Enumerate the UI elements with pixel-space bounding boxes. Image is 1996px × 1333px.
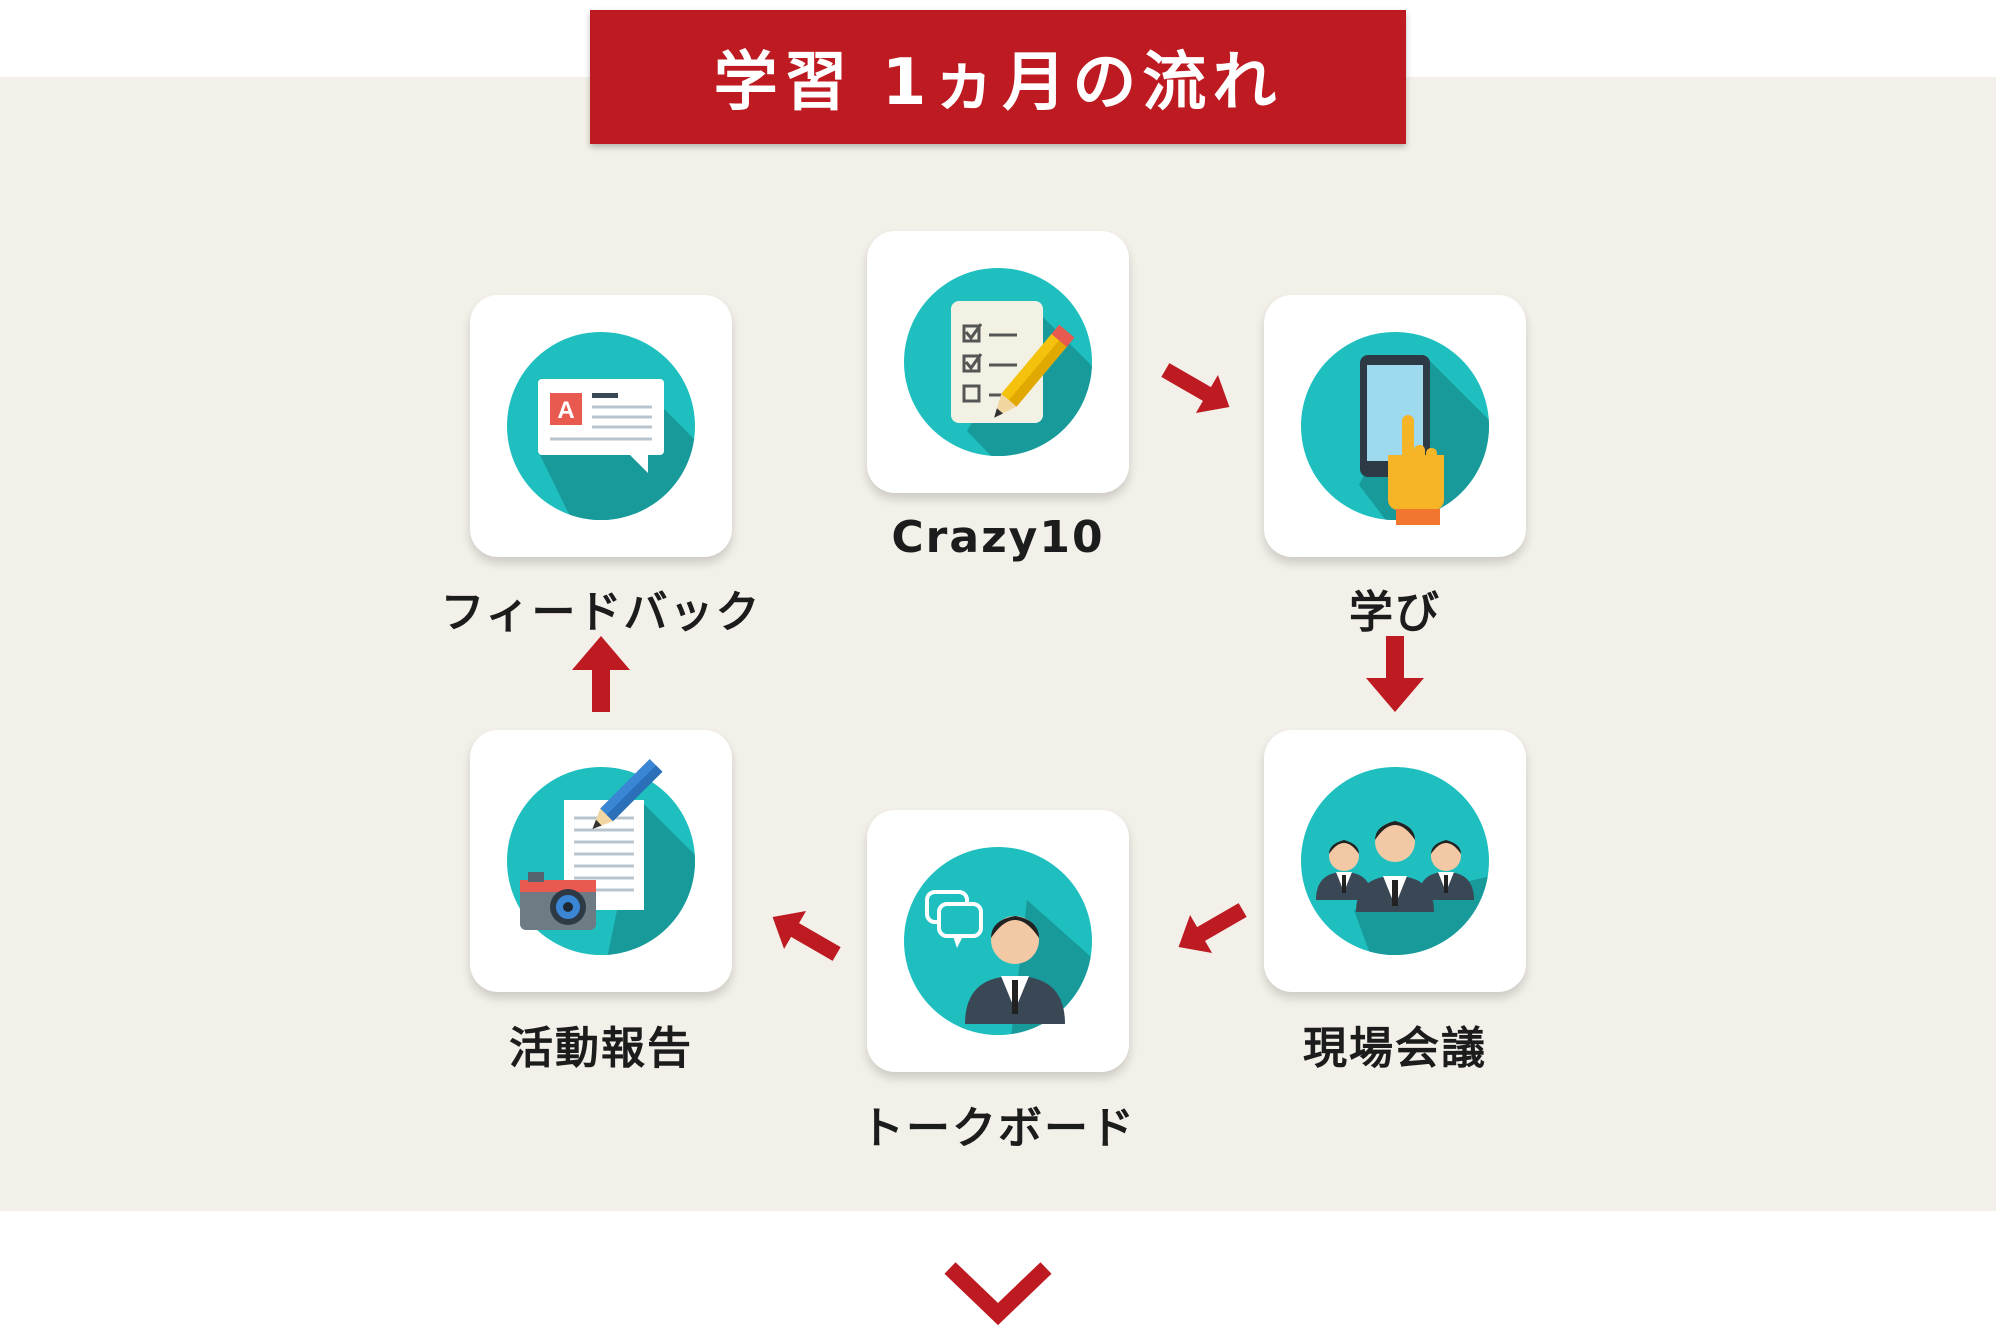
step-label-talkboard: トークボード xyxy=(860,1103,1136,1154)
step-card-katsudo-hokoku xyxy=(470,730,732,992)
business-person-chat-icon xyxy=(904,847,1092,1035)
step-card-feedback: A xyxy=(470,295,732,557)
step-label-manabi: 学び xyxy=(1349,587,1441,638)
svg-text:A: A xyxy=(557,397,574,424)
arrow-crazy10-to-manabi xyxy=(1161,363,1230,414)
arrow-genba-kaigi-to-talkboard xyxy=(1178,903,1247,954)
team-meeting-icon xyxy=(1301,767,1489,955)
feedback-speech-bubble-icon: A xyxy=(507,332,695,520)
step-label-feedback: フィードバック xyxy=(440,587,762,638)
arrow-talkboard-to-katsudo-hokoku xyxy=(772,910,841,961)
arrow-manabi-to-genba-kaigi xyxy=(1366,636,1424,712)
arrow-katsudo-hokoku-to-feedback xyxy=(572,636,630,712)
step-card-talkboard xyxy=(867,810,1129,1072)
page-title: 学習 1ヵ月の流れ xyxy=(590,10,1406,144)
step-card-crazy10 xyxy=(867,231,1129,493)
step-card-manabi xyxy=(1264,295,1526,557)
checklist-pencil-icon xyxy=(904,268,1092,456)
tablet-touch-icon xyxy=(1301,332,1489,525)
chevron-down-icon xyxy=(944,1262,1052,1326)
step-label-genba-kaigi: 現場会議 xyxy=(1303,1023,1487,1074)
report-camera-icon xyxy=(507,758,695,955)
step-label-katsudo-hokoku: 活動報告 xyxy=(509,1023,693,1074)
step-label-crazy10: Crazy10 xyxy=(891,512,1105,563)
step-card-genba-kaigi xyxy=(1264,730,1526,992)
